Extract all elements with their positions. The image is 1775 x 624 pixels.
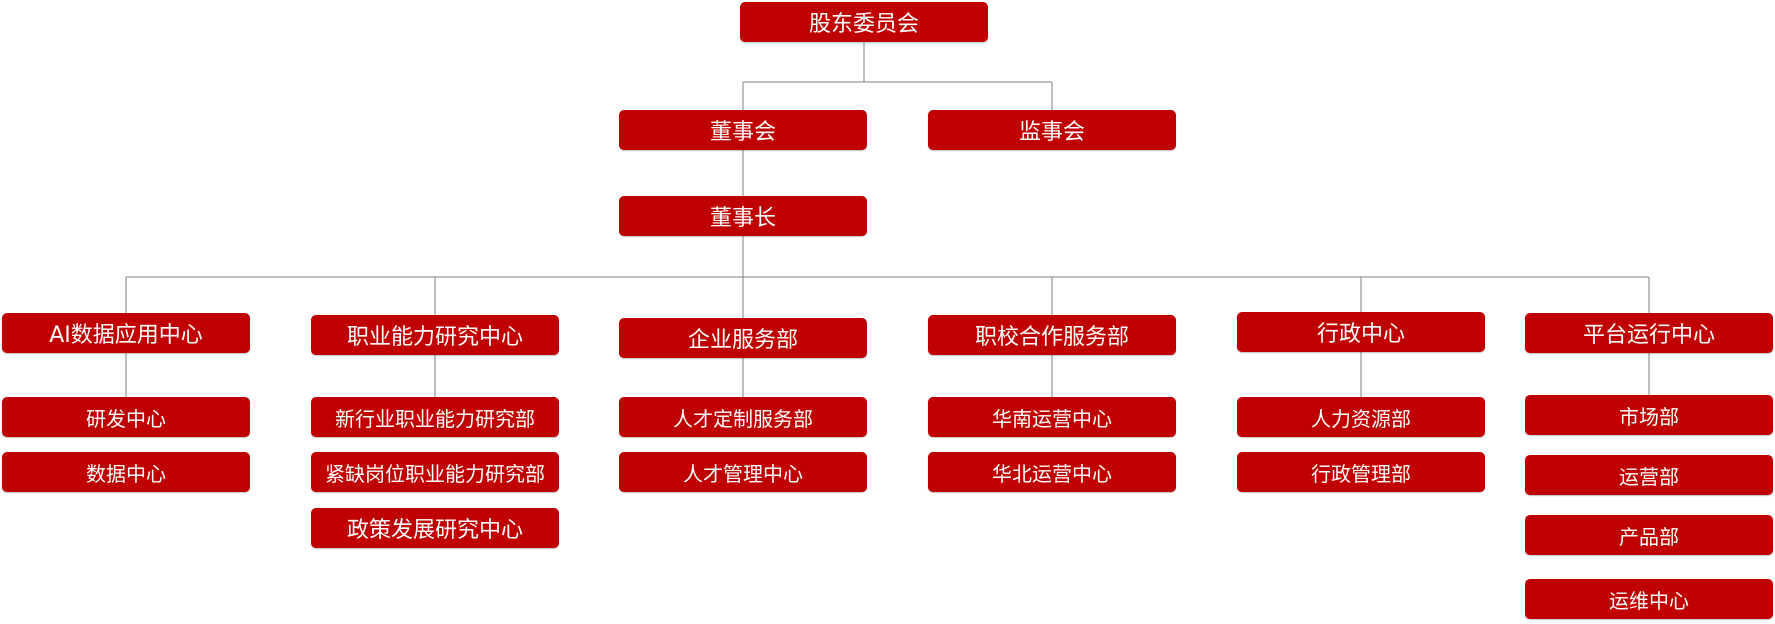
sub-unit-node: 市场部 (1525, 395, 1773, 435)
board-of-supervisors-node: 监事会 (928, 110, 1176, 150)
board-of-directors-node: 董事会 (619, 110, 867, 150)
sub-unit-node: 运维中心 (1525, 579, 1773, 619)
sub-unit-node: 行政管理部 (1237, 452, 1485, 492)
department-node: AI数据应用中心 (2, 313, 250, 353)
chairman-node: 董事长 (619, 196, 867, 236)
sub-unit-node: 紧缺岗位职业能力研究部 (311, 452, 559, 492)
department-node: 企业服务部 (619, 318, 867, 358)
sub-unit-node: 运营部 (1525, 455, 1773, 495)
sub-unit-node: 研发中心 (2, 397, 250, 437)
shareholders-committee-node: 股东委员会 (740, 2, 988, 42)
sub-unit-node: 产品部 (1525, 515, 1773, 555)
department-node: 职业能力研究中心 (311, 315, 559, 355)
sub-unit-node: 人力资源部 (1237, 397, 1485, 437)
sub-unit-node: 华北运营中心 (928, 452, 1176, 492)
department-node: 职校合作服务部 (928, 315, 1176, 355)
department-node: 行政中心 (1237, 312, 1485, 352)
sub-unit-node: 人才管理中心 (619, 452, 867, 492)
sub-unit-node: 政策发展研究中心 (311, 508, 559, 548)
sub-unit-node: 华南运营中心 (928, 397, 1176, 437)
department-node: 平台运行中心 (1525, 313, 1773, 353)
sub-unit-node: 人才定制服务部 (619, 397, 867, 437)
sub-unit-node: 数据中心 (2, 452, 250, 492)
sub-unit-node: 新行业职业能力研究部 (311, 397, 559, 437)
